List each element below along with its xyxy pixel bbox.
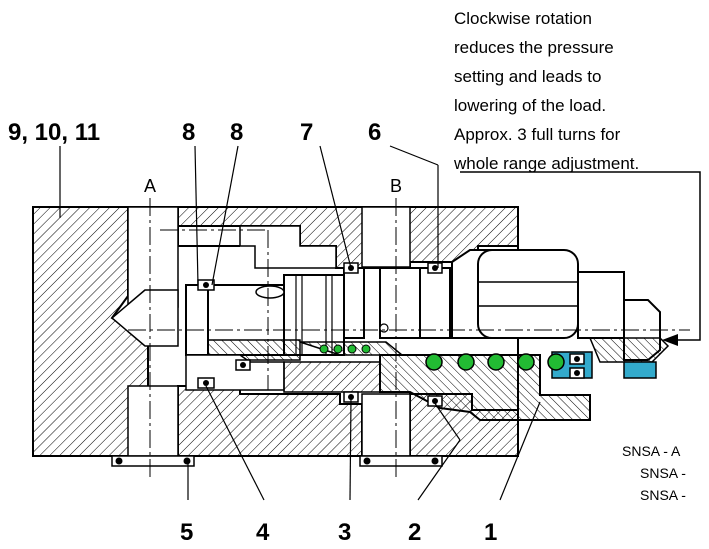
callout-8a: 8: [182, 119, 195, 146]
callout-4: 4: [256, 519, 270, 546]
spring-small: [319, 344, 371, 354]
center-lines: [128, 198, 690, 480]
leader-lines: [59, 145, 541, 501]
callout-6: 6: [368, 119, 381, 146]
valve-body: [32, 206, 519, 457]
note-line-4: lowering of the load.: [454, 96, 606, 115]
callout-3: 3: [338, 519, 351, 546]
adjustment-cap: [451, 249, 670, 379]
o-rings: [197, 262, 585, 407]
adjustment-arrow: [460, 171, 701, 346]
callout-1: 1: [484, 519, 497, 546]
note-line-1: Clockwise rotation: [454, 9, 592, 28]
port-b-label: B: [390, 176, 402, 196]
flow-channels: [110, 206, 411, 457]
side-code-2: SNSA -: [640, 465, 686, 481]
spool-assembly: [185, 267, 591, 421]
callout-numbers-top: 9, 10, 11 8 8 7 6: [8, 119, 381, 146]
port-labels: A B: [144, 176, 402, 196]
callout-5: 5: [180, 519, 193, 546]
side-code-1: SNSA - A: [622, 443, 681, 459]
note-line-2: reduces the pressure: [454, 38, 614, 57]
callout-numbers-bottom: 5 4 3 2 1: [180, 519, 497, 546]
port-a-label: A: [144, 176, 156, 196]
note-line-3: setting and leads to: [454, 67, 601, 86]
callout-2: 2: [408, 519, 421, 546]
callout-8b: 8: [230, 119, 243, 146]
spring-large: [425, 353, 565, 371]
bottom-port-seals: [111, 455, 443, 467]
note-line-5: Approx. 3 full turns for: [454, 125, 621, 144]
note-line-6: whole range adjustment.: [453, 154, 639, 173]
side-code-3: SNSA -: [640, 487, 686, 503]
callout-9-10-11: 9, 10, 11: [8, 119, 100, 146]
side-codes: SNSA - A SNSA - SNSA -: [622, 443, 686, 503]
adjustment-note: Clockwise rotation reduces the pressure …: [453, 9, 639, 173]
callout-7: 7: [300, 119, 313, 146]
